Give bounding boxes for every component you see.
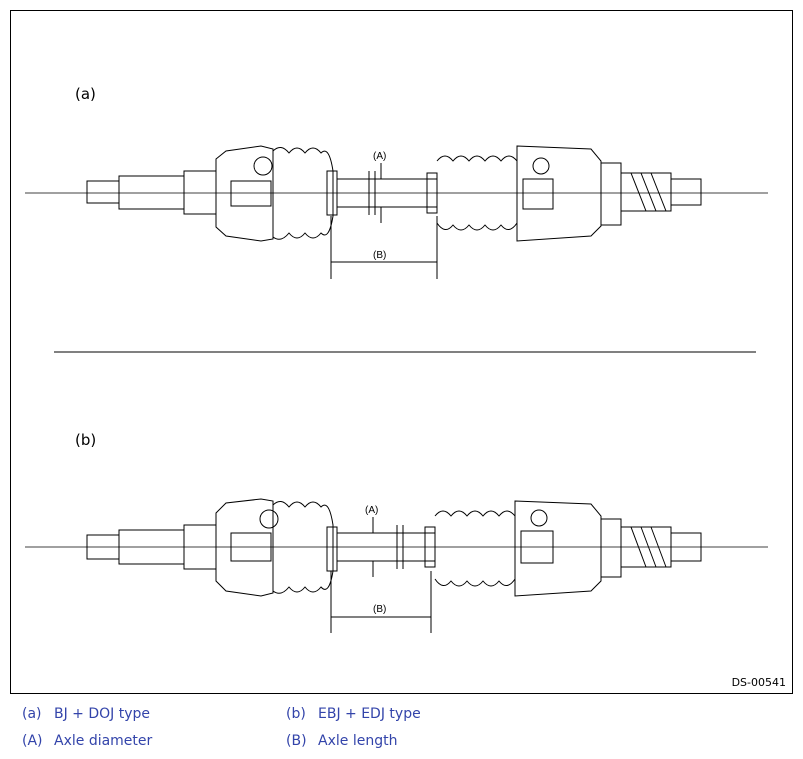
panel-a-label: (a) [75,85,96,103]
left-boot-a [272,147,334,240]
right-joint-a [516,145,602,242]
left-joint-a [215,145,274,242]
left-boot-b [272,501,334,594]
left-stub-a [86,180,120,204]
legend-key: (b) [286,706,306,722]
axle-assembly-b [25,498,768,633]
legend-text: Axle length [318,733,398,749]
figure-code: DS-00541 [731,676,786,689]
legend-text: EBJ + EDJ type [318,706,421,722]
dim-a-label-b: (A) [365,505,378,516]
legend-item-b: (b) EBJ + EDJ type [286,706,421,722]
legend-text: Axle diameter [54,733,153,749]
dim-b-label-b: (B) [373,604,386,615]
axle-assembly-a [25,145,768,279]
panel-b-label: (b) [75,431,97,449]
legend-item-a: (a) BJ + DOJ type [22,706,150,722]
legend-item-B: (B) Axle length [286,733,397,749]
axle-drawing: (A) (B) (A) (B) [25,145,768,633]
right-boot-b [434,510,516,587]
dim-b-label-a: (B) [373,250,386,261]
figure-frame: (A) (B) (A) (B) (a) (b) DS-00541 [10,10,793,694]
legend-key: (A) [22,733,43,749]
left-joint-b [215,498,274,597]
legend-text: BJ + DOJ type [54,706,151,722]
legend-key: (a) [22,706,42,722]
dim-a-label-a: (A) [373,151,386,162]
legend-key: (B) [286,733,307,749]
right-joint-b [514,500,602,597]
legend-item-A: (A) Axle diameter [22,733,152,749]
